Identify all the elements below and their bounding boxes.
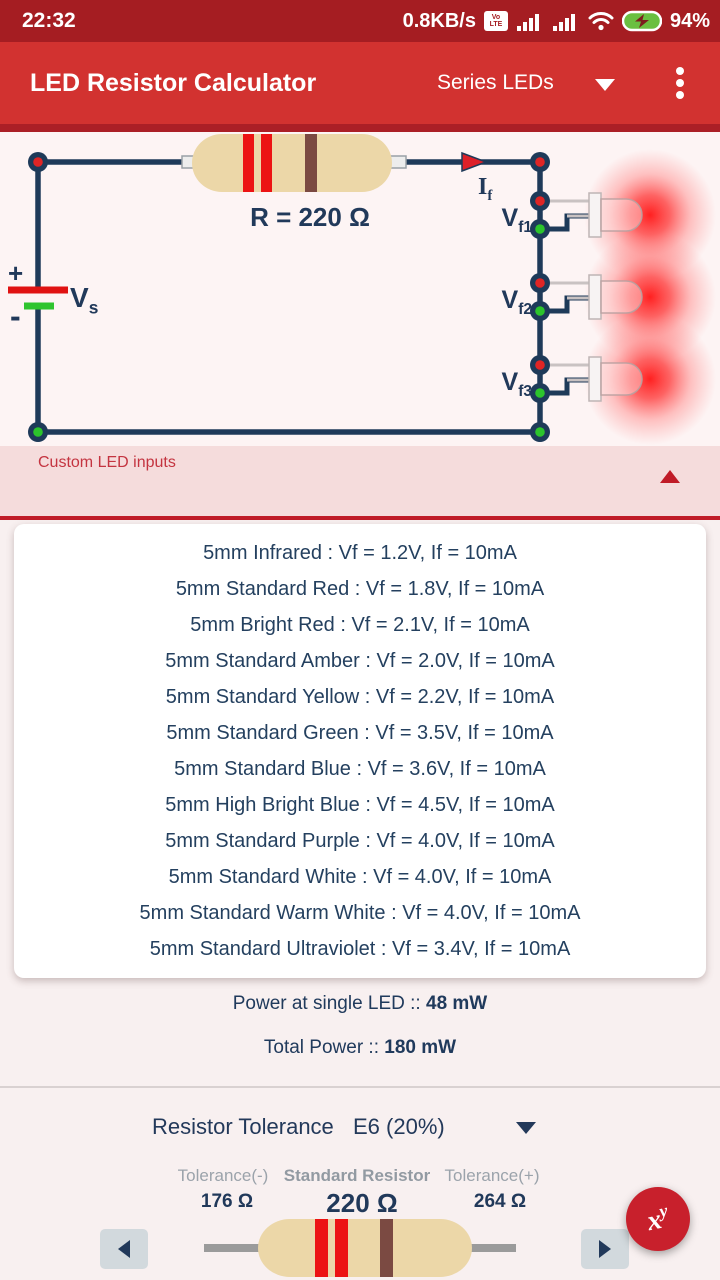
section-divider bbox=[0, 1086, 720, 1088]
standard-resistor-value: 220 Ω bbox=[326, 1188, 398, 1218]
vf3-label: Vf3 bbox=[501, 368, 532, 400]
battery-icon bbox=[621, 10, 662, 32]
next-resistor-button[interactable] bbox=[581, 1229, 629, 1269]
list-item[interactable]: 5mm Standard Green : Vf = 3.5V, If = 10m… bbox=[166, 722, 554, 744]
resistor-value-label: R = 220 Ω bbox=[250, 202, 370, 232]
current-label: If bbox=[478, 174, 493, 204]
status-time: 22:32 bbox=[22, 9, 76, 32]
tolerance-minus-value: 176 Ω bbox=[200, 1191, 254, 1212]
slider-band-red-2 bbox=[335, 1219, 348, 1277]
tolerance-spinner[interactable]: E6 (20%) bbox=[353, 1114, 445, 1139]
app-bar: LED Resistor Calculator Series LEDs bbox=[0, 42, 720, 124]
list-item[interactable]: 5mm Standard Blue : Vf = 3.6V, If = 10mA bbox=[174, 758, 546, 780]
collapse-arrow-icon[interactable] bbox=[660, 470, 680, 483]
mode-selector[interactable]: Series LEDs bbox=[437, 71, 554, 94]
status-bar: 22:32 0.8KB/s Vo LTE bbox=[0, 0, 720, 42]
page-title: LED Resistor Calculator bbox=[30, 68, 317, 97]
list-item[interactable]: 5mm Standard Yellow : Vf = 2.2V, If = 10… bbox=[165, 686, 555, 708]
arrow-right-icon bbox=[599, 1240, 611, 1258]
battery-minus-label: - bbox=[10, 298, 21, 334]
volte-icon: Vo LTE bbox=[483, 11, 508, 31]
signal-bars-icon-2 bbox=[552, 14, 575, 31]
slider-band-red-1 bbox=[315, 1219, 328, 1277]
custom-led-inputs-title: Custom LED inputs bbox=[38, 454, 176, 471]
tolerance-plus-label: Tolerance(+) bbox=[444, 1166, 540, 1185]
overflow-menu-button[interactable] bbox=[676, 42, 684, 124]
list-item[interactable]: 5mm High Bright Blue : Vf = 4.5V, If = 1… bbox=[165, 794, 555, 816]
list-item[interactable]: 5mm Standard Amber : Vf = 2.0V, If = 10m… bbox=[165, 650, 555, 672]
list-item[interactable]: 5mm Standard Warm White : Vf = 4.0V, If … bbox=[139, 902, 581, 924]
tolerance-plus-value: 264 Ω bbox=[473, 1191, 527, 1212]
resistor-slider-graphic[interactable] bbox=[190, 1215, 530, 1280]
resistor-tolerance-label: Resistor Tolerance bbox=[152, 1114, 334, 1139]
led-symbol-2 bbox=[549, 274, 643, 320]
single-led-power-value: 48 mW bbox=[426, 993, 488, 1014]
circuit-svg bbox=[8, 134, 716, 445]
status-icons: 0.8KB/s Vo LTE bbox=[403, 10, 710, 33]
led-type-list: 5mm Infrared : Vf = 1.2V, If = 10mA 5mm … bbox=[14, 524, 706, 978]
slider-resistor-body bbox=[258, 1219, 472, 1277]
list-item[interactable]: 5mm Standard White : Vf = 4.0V, If = 10m… bbox=[168, 866, 552, 888]
tolerance-chevron-down-icon[interactable] bbox=[516, 1122, 536, 1134]
signal-bars-icon-1 bbox=[516, 14, 539, 31]
slider-lead-left bbox=[204, 1244, 264, 1252]
standard-resistor-label: Standard Resistor bbox=[283, 1166, 431, 1185]
battery-percent: 94% bbox=[669, 9, 710, 32]
total-power-value: 180 mW bbox=[384, 1037, 457, 1058]
power-calculator-fab[interactable]: xy bbox=[626, 1187, 690, 1251]
list-item[interactable]: 5mm Infrared : Vf = 1.2V, If = 10mA bbox=[203, 542, 517, 564]
total-power: Total Power :: 180 mW bbox=[263, 1037, 457, 1058]
list-item[interactable]: 5mm Standard Purple : Vf = 4.0V, If = 10… bbox=[165, 830, 555, 852]
vf1-label: Vf1 bbox=[501, 204, 532, 236]
led-symbol-1 bbox=[549, 192, 643, 238]
resistor-body bbox=[192, 134, 392, 192]
previous-resistor-button[interactable] bbox=[100, 1229, 148, 1269]
slider-band-brown bbox=[380, 1219, 393, 1277]
arrow-left-icon bbox=[118, 1240, 130, 1258]
custom-led-inputs-panel[interactable]: Custom LED inputs bbox=[0, 446, 720, 520]
battery-plus-label: + bbox=[8, 258, 24, 288]
wifi-icon bbox=[588, 12, 614, 31]
list-item[interactable]: 5mm Bright Red : Vf = 2.1V, If = 10mA bbox=[190, 614, 530, 636]
chevron-down-icon[interactable] bbox=[595, 79, 615, 91]
current-arrow-icon bbox=[461, 151, 489, 173]
circuit-nodes bbox=[28, 152, 550, 442]
source-voltage-label: Vs bbox=[70, 282, 99, 318]
resistor-band-brown bbox=[305, 134, 317, 192]
data-speed-text: 0.8KB/s bbox=[402, 9, 476, 32]
led-glow-3 bbox=[584, 313, 716, 445]
slider-lead-right bbox=[456, 1244, 516, 1252]
app-bar-divider bbox=[0, 124, 720, 132]
single-led-power: Power at single LED :: 48 mW bbox=[232, 993, 488, 1014]
tolerance-minus-label: Tolerance(-) bbox=[177, 1166, 269, 1185]
x-power-y-icon: xy bbox=[644, 1200, 670, 1238]
circuit-diagram: R = 220 Ω If Vf1 Vf2 Vf3 Vs + - bbox=[0, 132, 720, 446]
led-symbol-3 bbox=[549, 356, 643, 402]
vf2-label: Vf2 bbox=[501, 286, 532, 318]
list-item[interactable]: 5mm Standard Ultraviolet : Vf = 3.4V, If… bbox=[149, 938, 571, 960]
resistor-band-red-2 bbox=[261, 134, 272, 192]
list-item[interactable]: 5mm Standard Red : Vf = 1.8V, If = 10mA bbox=[175, 578, 545, 600]
resistor-band-red-1 bbox=[243, 134, 254, 192]
